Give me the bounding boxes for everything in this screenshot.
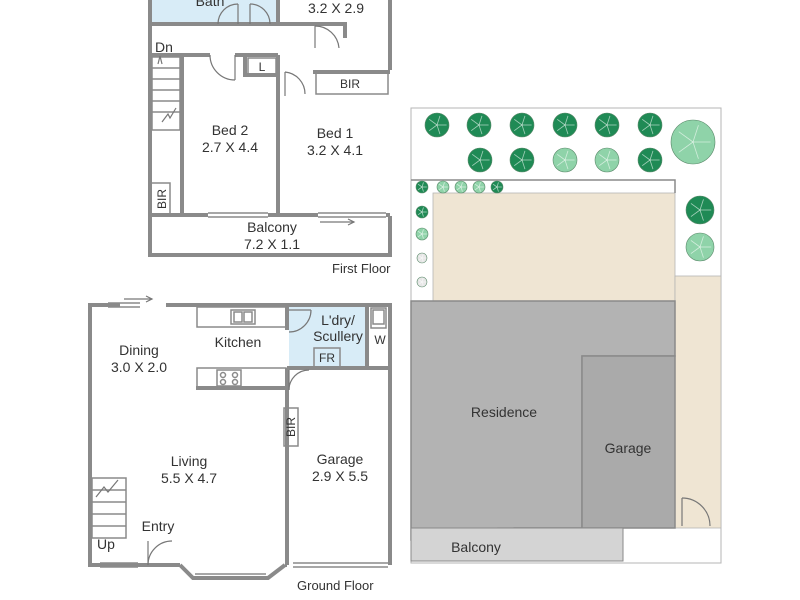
bed3-size-label: 3.2 X 2.9: [308, 0, 364, 16]
bir-top-label: BIR: [340, 77, 360, 91]
garage-size-label: 2.9 X 5.5: [312, 468, 368, 484]
lawn-area: [432, 192, 676, 302]
kitchen-label: Kitchen: [215, 334, 262, 350]
driveway-area: [674, 275, 722, 529]
bed2-name-label: Bed 2: [212, 122, 249, 138]
residence-label: Residence: [471, 404, 537, 420]
ground-floor-caption: Ground Floor: [297, 578, 374, 593]
stairs-dn-label: Dn: [155, 39, 173, 55]
entry-label: Entry: [142, 518, 175, 534]
living-size-label: 5.5 X 4.7: [161, 470, 217, 486]
tree-icon: [637, 112, 663, 138]
trees: [415, 112, 716, 288]
bed1-name-label: Bed 1: [317, 125, 354, 141]
balcony-roof: [410, 527, 624, 562]
washer-label: W: [374, 333, 386, 347]
tree-icon: [467, 147, 493, 173]
bir-ground-label: BIR: [284, 417, 298, 437]
tree-icon: [466, 112, 492, 138]
bath-label: Bath: [196, 0, 225, 9]
laundry-tiles: [289, 305, 367, 367]
tree-icon: [415, 227, 429, 241]
tree-icon: [509, 112, 535, 138]
living-name-label: Living: [171, 453, 208, 469]
tree-icon: [416, 276, 428, 288]
ground-floor-plan: Dining 3.0 X 2.0 Kitchen L'dry/ Scullery…: [88, 295, 392, 593]
bed1-size-label: 3.2 X 4.1: [307, 142, 363, 158]
tree-icon: [415, 180, 429, 194]
linen-label: L: [259, 60, 266, 74]
tree-icon: [436, 180, 450, 194]
garage-roof-label: Garage: [605, 440, 652, 456]
tree-icon: [509, 147, 535, 173]
tree-icon: [416, 252, 428, 264]
tree-icon: [454, 180, 468, 194]
laundry-label-line2: Scullery: [313, 328, 363, 344]
balcony-roof-label: Balcony: [451, 539, 501, 555]
tree-icon: [490, 180, 504, 194]
stairs-up: [91, 477, 127, 539]
tree-icon: [552, 147, 578, 173]
balcony-size-label: 7.2 X 1.1: [244, 236, 300, 252]
tree-icon: [472, 180, 486, 194]
tree-icon: [415, 205, 429, 219]
laundry-label-line1: L'dry/: [321, 312, 355, 328]
tree-icon: [637, 147, 663, 173]
tree-icon: [594, 112, 620, 138]
bed2-size-label: 2.7 X 4.4: [202, 139, 258, 155]
balcony-name-label: Balcony: [247, 219, 297, 235]
garage-name-label: Garage: [317, 451, 364, 467]
tree-icon: [685, 232, 715, 262]
garage-roof: [581, 355, 676, 529]
bathroom-tiles: [150, 0, 276, 22]
first-floor-caption: First Floor: [332, 261, 391, 276]
tree-icon: [424, 112, 450, 138]
stairs-up-label: Up: [97, 536, 115, 552]
tree-icon: [552, 112, 578, 138]
tree-icon: [670, 119, 716, 165]
dining-size-label: 3.0 X 2.0: [111, 359, 167, 375]
tree-icon: [685, 195, 715, 225]
first-floor-plan: Bath 3.2 X 2.9 Dn L BIR BIR Bed 2 2.7 X …: [148, 0, 392, 276]
stairs-down: [151, 55, 181, 131]
fridge-label: FR: [319, 351, 335, 365]
tree-icon: [594, 147, 620, 173]
site-plan: Residence Garage Balcony: [410, 107, 722, 564]
bir-side-label: BIR: [155, 189, 169, 209]
dining-name-label: Dining: [119, 342, 159, 358]
